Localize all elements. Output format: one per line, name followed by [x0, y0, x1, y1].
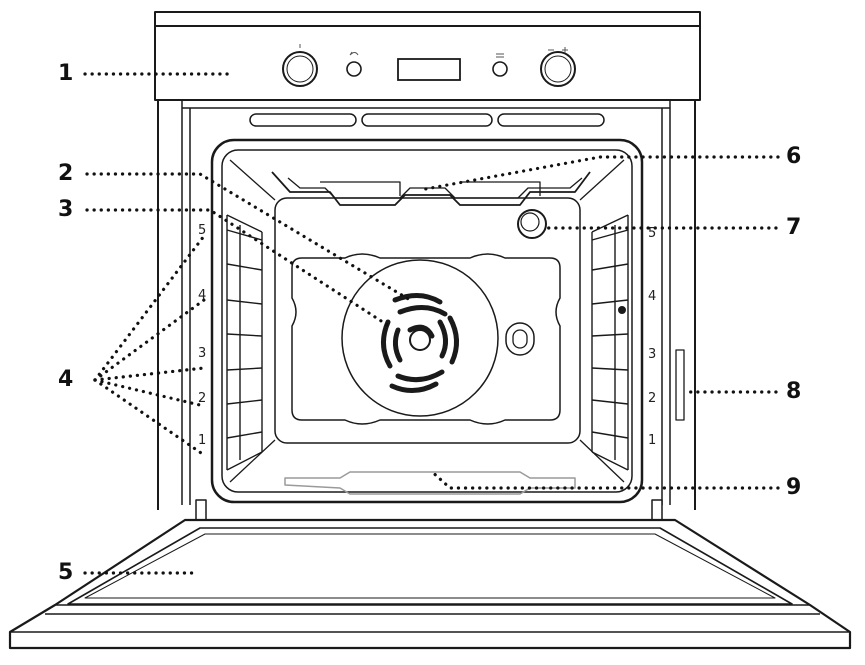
oven-cavity-inner [221, 149, 633, 493]
shelf-level-right: 4 [648, 289, 657, 304]
back-button[interactable] [346, 61, 362, 77]
top-heating-element [271, 171, 591, 206]
callout-4: 4 [58, 367, 74, 392]
top-trim [154, 11, 701, 27]
leader-line-4a [93, 234, 206, 382]
shelf-level-left: 1 [198, 433, 207, 448]
left-control-knob-ring [286, 55, 314, 83]
confirm-button[interactable] [492, 61, 508, 77]
vent-slot [249, 113, 357, 127]
oven-door-outer [8, 518, 852, 650]
vent-slot [497, 113, 605, 127]
shelf-level-right: 2 [648, 391, 657, 406]
leader-line-4c [93, 366, 206, 382]
door-hinge-right [651, 499, 663, 523]
callout-7: 7 [786, 215, 802, 240]
leader-line-4d [93, 378, 206, 408]
leader-line-4e [93, 378, 206, 457]
callout-9: 9 [786, 475, 802, 500]
oven-door-edge [10, 604, 850, 633]
oven-door-glass [67, 527, 793, 605]
callout-2: 2 [58, 161, 74, 186]
back-wall [274, 197, 581, 444]
cabinet-inner-frame-left [181, 100, 191, 505]
oven-lamp-inner [520, 212, 540, 232]
cabinet-inner-frame-right [661, 100, 671, 505]
back-wall-sensor-inner [512, 329, 528, 349]
callout-8: 8 [786, 379, 802, 404]
shelf-level-left: 5 [198, 223, 207, 238]
left-shelf-guides [226, 214, 263, 471]
right-shelf-guides [591, 214, 629, 471]
callout-1: 1 [58, 61, 74, 86]
shelf-level-right: 5 [648, 226, 657, 241]
oven-cavity-outer [210, 138, 644, 504]
element-mount [320, 181, 541, 196]
door-hinge-left [195, 499, 207, 523]
callout-3: 3 [58, 197, 74, 222]
top-heating-element-inner [287, 177, 583, 199]
fan-cover [291, 253, 561, 425]
leader-line-6 [418, 155, 780, 192]
oven-lamp [517, 209, 547, 239]
cabinet-frame [157, 100, 696, 510]
door-seal-side [675, 349, 685, 421]
fan-housing [341, 259, 499, 417]
fan-blades [381, 293, 459, 393]
vent-slot [361, 113, 493, 127]
callout-6: 6 [786, 144, 802, 169]
door-latch [618, 306, 626, 314]
fan-hub [409, 329, 431, 351]
bottom-heating-element [284, 471, 576, 495]
cavity-perspective-lines [229, 159, 625, 483]
back-arrow-icon [349, 51, 359, 56]
confirm-icon [496, 53, 504, 58]
leader-line-4b [93, 298, 206, 382]
display-window [397, 58, 461, 81]
shelf-level-left: 2 [198, 391, 207, 406]
leader-line-2 [85, 172, 412, 302]
shelf-level-right: 3 [648, 347, 657, 362]
minus-plus-icon [548, 47, 568, 53]
leader-line-9 [428, 468, 780, 490]
right-control-knob-ring [544, 55, 572, 83]
shelf-level-right: 1 [648, 433, 657, 448]
shelf-level-left: 3 [198, 346, 207, 361]
callout-5: 5 [58, 560, 74, 585]
leader-line-3 [85, 208, 394, 330]
oven-door-glass-inner [84, 533, 776, 599]
shelf-level-left: 4 [198, 288, 207, 303]
back-wall-sensor [505, 322, 535, 356]
